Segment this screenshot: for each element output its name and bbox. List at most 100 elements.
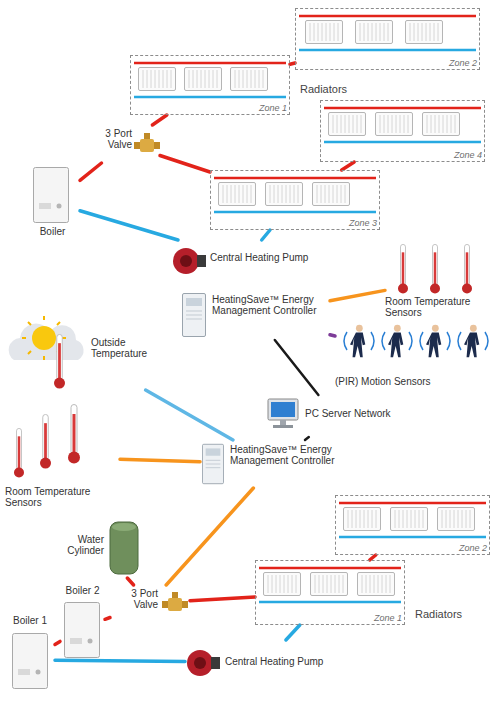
component-node: Boiler 2 [60, 585, 105, 670]
cylinder-body [110, 522, 138, 574]
node-label: Room Temperature Sensors [385, 296, 495, 318]
radiator-symbol [311, 573, 348, 596]
pipe-connector [305, 437, 309, 440]
component-node: Room Temperature Sensors [5, 400, 120, 515]
zone-outline: Zone 2 [295, 8, 480, 70]
radiator-symbol [329, 113, 366, 136]
pipe-connector [105, 618, 110, 620]
node-label: PC Server Network [305, 408, 405, 419]
cloud-shape [9, 324, 84, 360]
pipe-connector [166, 488, 253, 585]
radiators [139, 21, 475, 596]
cylinder-symbol [110, 522, 138, 574]
pump-symbol [187, 650, 220, 676]
pipe-connector [330, 335, 335, 336]
thermometer-symbol [40, 414, 51, 468]
radiator-symbol [376, 113, 413, 136]
component-node: Water Cylinder [50, 518, 150, 578]
pipe-connector [146, 390, 233, 440]
node-label: HeatingSave™ Energy Management Controlle… [230, 444, 350, 466]
zone-pipes [134, 16, 486, 602]
pipe-connector [190, 597, 255, 601]
radiator-symbol [313, 183, 350, 206]
thermometer-symbol [430, 244, 440, 293]
node-label: Boiler [25, 226, 80, 237]
monitor-screen [271, 402, 295, 417]
zone-label: Zone 3 [337, 218, 377, 229]
node-label: 3 Port Valve [110, 588, 158, 610]
radiator-symbol [306, 21, 343, 44]
zone-label: Zone 2 [437, 58, 477, 69]
pipe-connector [120, 459, 200, 461]
zone-label: Zone 1 [247, 103, 287, 114]
boiler-symbol [65, 603, 100, 658]
pipe-connector [160, 156, 210, 173]
motion-sensor-figure [458, 325, 488, 357]
cylinder-top [112, 523, 136, 531]
component-node: 3 Port Valve [110, 585, 190, 621]
node-label: Room Temperature Sensors [5, 486, 115, 508]
node-label: Boiler 1 [5, 615, 55, 626]
component-node: 3 Port Valve [90, 125, 160, 163]
monitor-stand [280, 420, 286, 425]
pipe-connector [152, 115, 166, 125]
controller-symbol [202, 444, 223, 483]
return-pipe [134, 50, 486, 602]
component-node: (PIR) Motion Sensors [335, 322, 495, 392]
component-node: HeatingSave™ Energy Management Controlle… [180, 290, 330, 340]
radiator-symbol [358, 573, 395, 596]
controller-symbol [183, 294, 206, 337]
radiator-symbol [266, 183, 303, 206]
zone-label: Zone 1 [362, 613, 402, 624]
pipe-connector [80, 211, 178, 240]
node-label: Boiler 2 [60, 585, 105, 596]
pc-symbol [268, 399, 298, 428]
pipe-connector [342, 162, 355, 170]
node-label: Central Heating Pump [225, 656, 345, 667]
component-node: Central Heating Pump [170, 240, 320, 280]
person-symbol [388, 325, 403, 357]
radiator-symbol [406, 21, 443, 44]
boiler-symbol [13, 634, 48, 689]
radiator-symbol [231, 68, 268, 91]
node-label: Outside Temperature [91, 337, 155, 359]
thermometer-symbol [398, 244, 408, 293]
motion-sensor-figure [382, 325, 412, 357]
radiator-symbol [423, 113, 460, 136]
component-node: Boiler [25, 165, 80, 240]
motion-sensor-figure [344, 325, 374, 357]
flow-pipe [134, 16, 486, 568]
node-label: HeatingSave™ Energy Management Controlle… [212, 294, 330, 316]
valve-symbol [134, 133, 160, 152]
component-node: Outside Temperature [5, 315, 155, 390]
person-symbol [464, 325, 479, 357]
thermometer-symbol [68, 405, 80, 464]
radiator-symbol [185, 68, 222, 91]
component-node: PC Server Network [265, 395, 405, 437]
pipe-connector [262, 230, 270, 240]
pipe-connector [80, 163, 102, 180]
radiator-symbol [391, 508, 428, 531]
node-label: Water Cylinder [50, 534, 104, 556]
zone-outline: Zone 1 [255, 560, 405, 625]
node-label: Central Heating Pump [210, 252, 320, 263]
zone-outline: Zone 2 [335, 495, 490, 555]
thermometer-symbol [54, 334, 65, 388]
boiler-symbol [34, 168, 69, 223]
zone-label: Zone 4 [442, 150, 482, 161]
pipe-connector [275, 340, 319, 395]
component-node: Boiler 1 [5, 615, 55, 705]
node-label: Radiators [300, 83, 370, 95]
pump-symbol [173, 248, 206, 274]
valve-symbol [162, 592, 188, 611]
component-node: Central Heating Pump [185, 640, 345, 685]
thermometer-symbol [14, 428, 24, 477]
radiator-group: RadiatorsZone 1Zone 2 [250, 490, 495, 640]
monitor-frame [268, 399, 298, 420]
radiator-symbol [438, 508, 475, 531]
radiator-group: RadiatorsZone 1 Zone 2 Zone 3 Zone 4 [120, 5, 490, 235]
pipe-connector [127, 578, 133, 585]
component-node: Room Temperature Sensors [385, 240, 495, 320]
